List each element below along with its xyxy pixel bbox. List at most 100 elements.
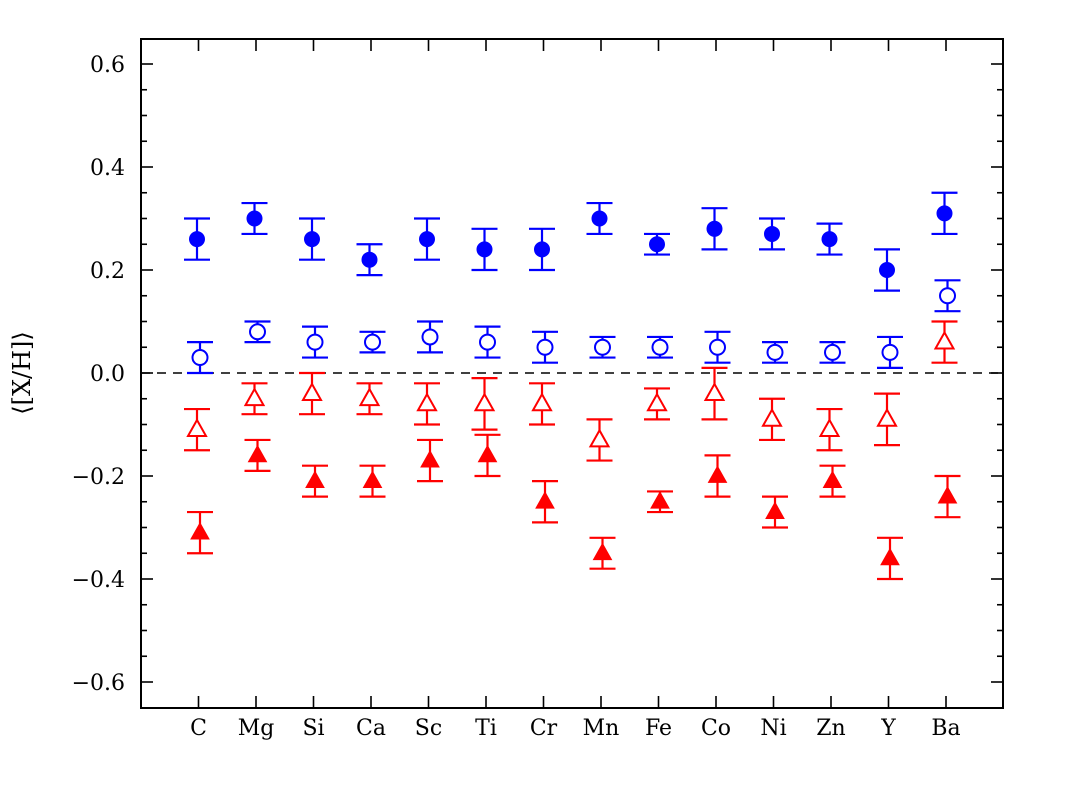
filled-triangle-marker	[247, 444, 268, 463]
filled-triangle-marker	[362, 470, 383, 489]
data-point	[187, 341, 213, 375]
filled-circle-marker	[304, 231, 320, 248]
y-tick-label: 0.0	[90, 362, 125, 387]
data-point	[532, 480, 558, 524]
data-point	[471, 227, 498, 272]
data-point	[704, 330, 731, 364]
y-tick-label: −0.2	[72, 465, 125, 490]
data-point	[877, 335, 903, 369]
open-triangle-marker	[646, 392, 668, 412]
open-circle-marker	[651, 338, 669, 356]
filled-triangle-marker	[420, 449, 440, 468]
data-point	[759, 397, 785, 442]
data-point	[414, 382, 440, 426]
data-point	[762, 341, 788, 364]
data-point	[471, 377, 498, 431]
y-axis-label: ⟨[X/H]⟩	[8, 331, 36, 415]
filled-triangle-marker	[535, 491, 555, 509]
x-tick-label-sc: Sc	[415, 716, 442, 741]
data-point	[874, 392, 900, 447]
data-point	[647, 335, 673, 359]
y-tick-label: 0.2	[90, 259, 125, 284]
data-point	[474, 325, 501, 359]
data-point	[244, 320, 271, 344]
open-triangle-marker	[301, 381, 323, 401]
series-red-open-triangles	[184, 320, 958, 462]
data-point	[414, 217, 440, 261]
x-tick-label-mn: Mn	[583, 716, 620, 741]
open-circle-marker	[191, 349, 209, 367]
data-point	[589, 335, 616, 359]
series-blue-filled-circles	[184, 191, 958, 292]
filled-triangle-marker	[305, 470, 325, 489]
data-point	[586, 201, 613, 236]
data-point	[356, 243, 383, 277]
open-triangle-marker	[416, 392, 438, 412]
data-point	[816, 222, 843, 256]
data-point	[877, 536, 903, 581]
data-point	[184, 217, 210, 261]
filled-triangle-marker	[880, 547, 900, 566]
data-point	[934, 279, 961, 313]
filled-triangle-marker	[190, 522, 210, 540]
data-point	[589, 536, 616, 570]
open-triangle-marker	[588, 428, 611, 448]
data-point	[299, 371, 325, 416]
x-tick-label-y: Y	[880, 716, 896, 741]
filled-triangle-marker	[822, 470, 843, 489]
open-triangle-marker	[186, 418, 208, 438]
filled-circle-marker	[706, 220, 723, 237]
y-tick-label: 0.6	[90, 53, 125, 78]
x-tick-label-co: Co	[701, 716, 731, 741]
filled-circle-marker	[591, 210, 608, 227]
data-point	[359, 464, 386, 498]
open-triangle-marker	[703, 381, 726, 401]
filled-triangle-marker	[765, 501, 785, 519]
data-point	[241, 201, 268, 236]
y-axis-ticks: −0.6−0.4−0.20.00.20.40.6	[72, 53, 1003, 696]
data-point	[762, 495, 788, 529]
data-point	[417, 320, 443, 354]
data-point	[187, 510, 213, 555]
open-circle-marker	[881, 343, 899, 361]
data-point	[184, 407, 210, 452]
data-point	[529, 382, 555, 426]
filled-triangle-marker	[592, 542, 613, 561]
open-circle-marker	[766, 343, 784, 361]
filled-triangle-marker	[650, 491, 670, 509]
data-point	[586, 418, 613, 462]
open-circle-marker	[249, 323, 266, 341]
open-circle-marker	[939, 287, 956, 305]
open-triangle-marker	[473, 392, 496, 412]
x-tick-label-ni: Ni	[760, 716, 786, 741]
filled-circle-marker	[189, 231, 205, 248]
filled-circle-marker	[936, 205, 953, 222]
filled-triangle-marker	[937, 485, 958, 504]
open-triangle-marker	[933, 330, 956, 350]
filled-circle-marker	[361, 251, 378, 268]
open-triangle-marker	[876, 407, 898, 427]
data-point	[299, 217, 325, 261]
data-point	[417, 438, 443, 483]
data-point	[644, 232, 670, 256]
open-triangle-marker	[818, 418, 841, 438]
open-circle-marker	[364, 333, 381, 351]
x-tick-label-mg: Mg	[238, 716, 275, 741]
open-circle-marker	[479, 333, 496, 351]
x-tick-label-c: C	[190, 716, 207, 741]
open-circle-marker	[709, 338, 726, 356]
data-point	[474, 433, 501, 478]
x-tick-label-ba: Ba	[931, 716, 960, 741]
data-point	[934, 474, 961, 519]
series-blue-open-circles	[187, 279, 961, 375]
filled-circle-marker	[534, 241, 550, 258]
x-tick-label-zn: Zn	[816, 716, 845, 741]
filled-triangle-marker	[477, 444, 498, 463]
data-point	[819, 464, 846, 498]
data-point	[647, 490, 673, 514]
data-point	[704, 454, 731, 498]
data-point	[644, 387, 670, 421]
filled-circle-marker	[649, 236, 665, 253]
